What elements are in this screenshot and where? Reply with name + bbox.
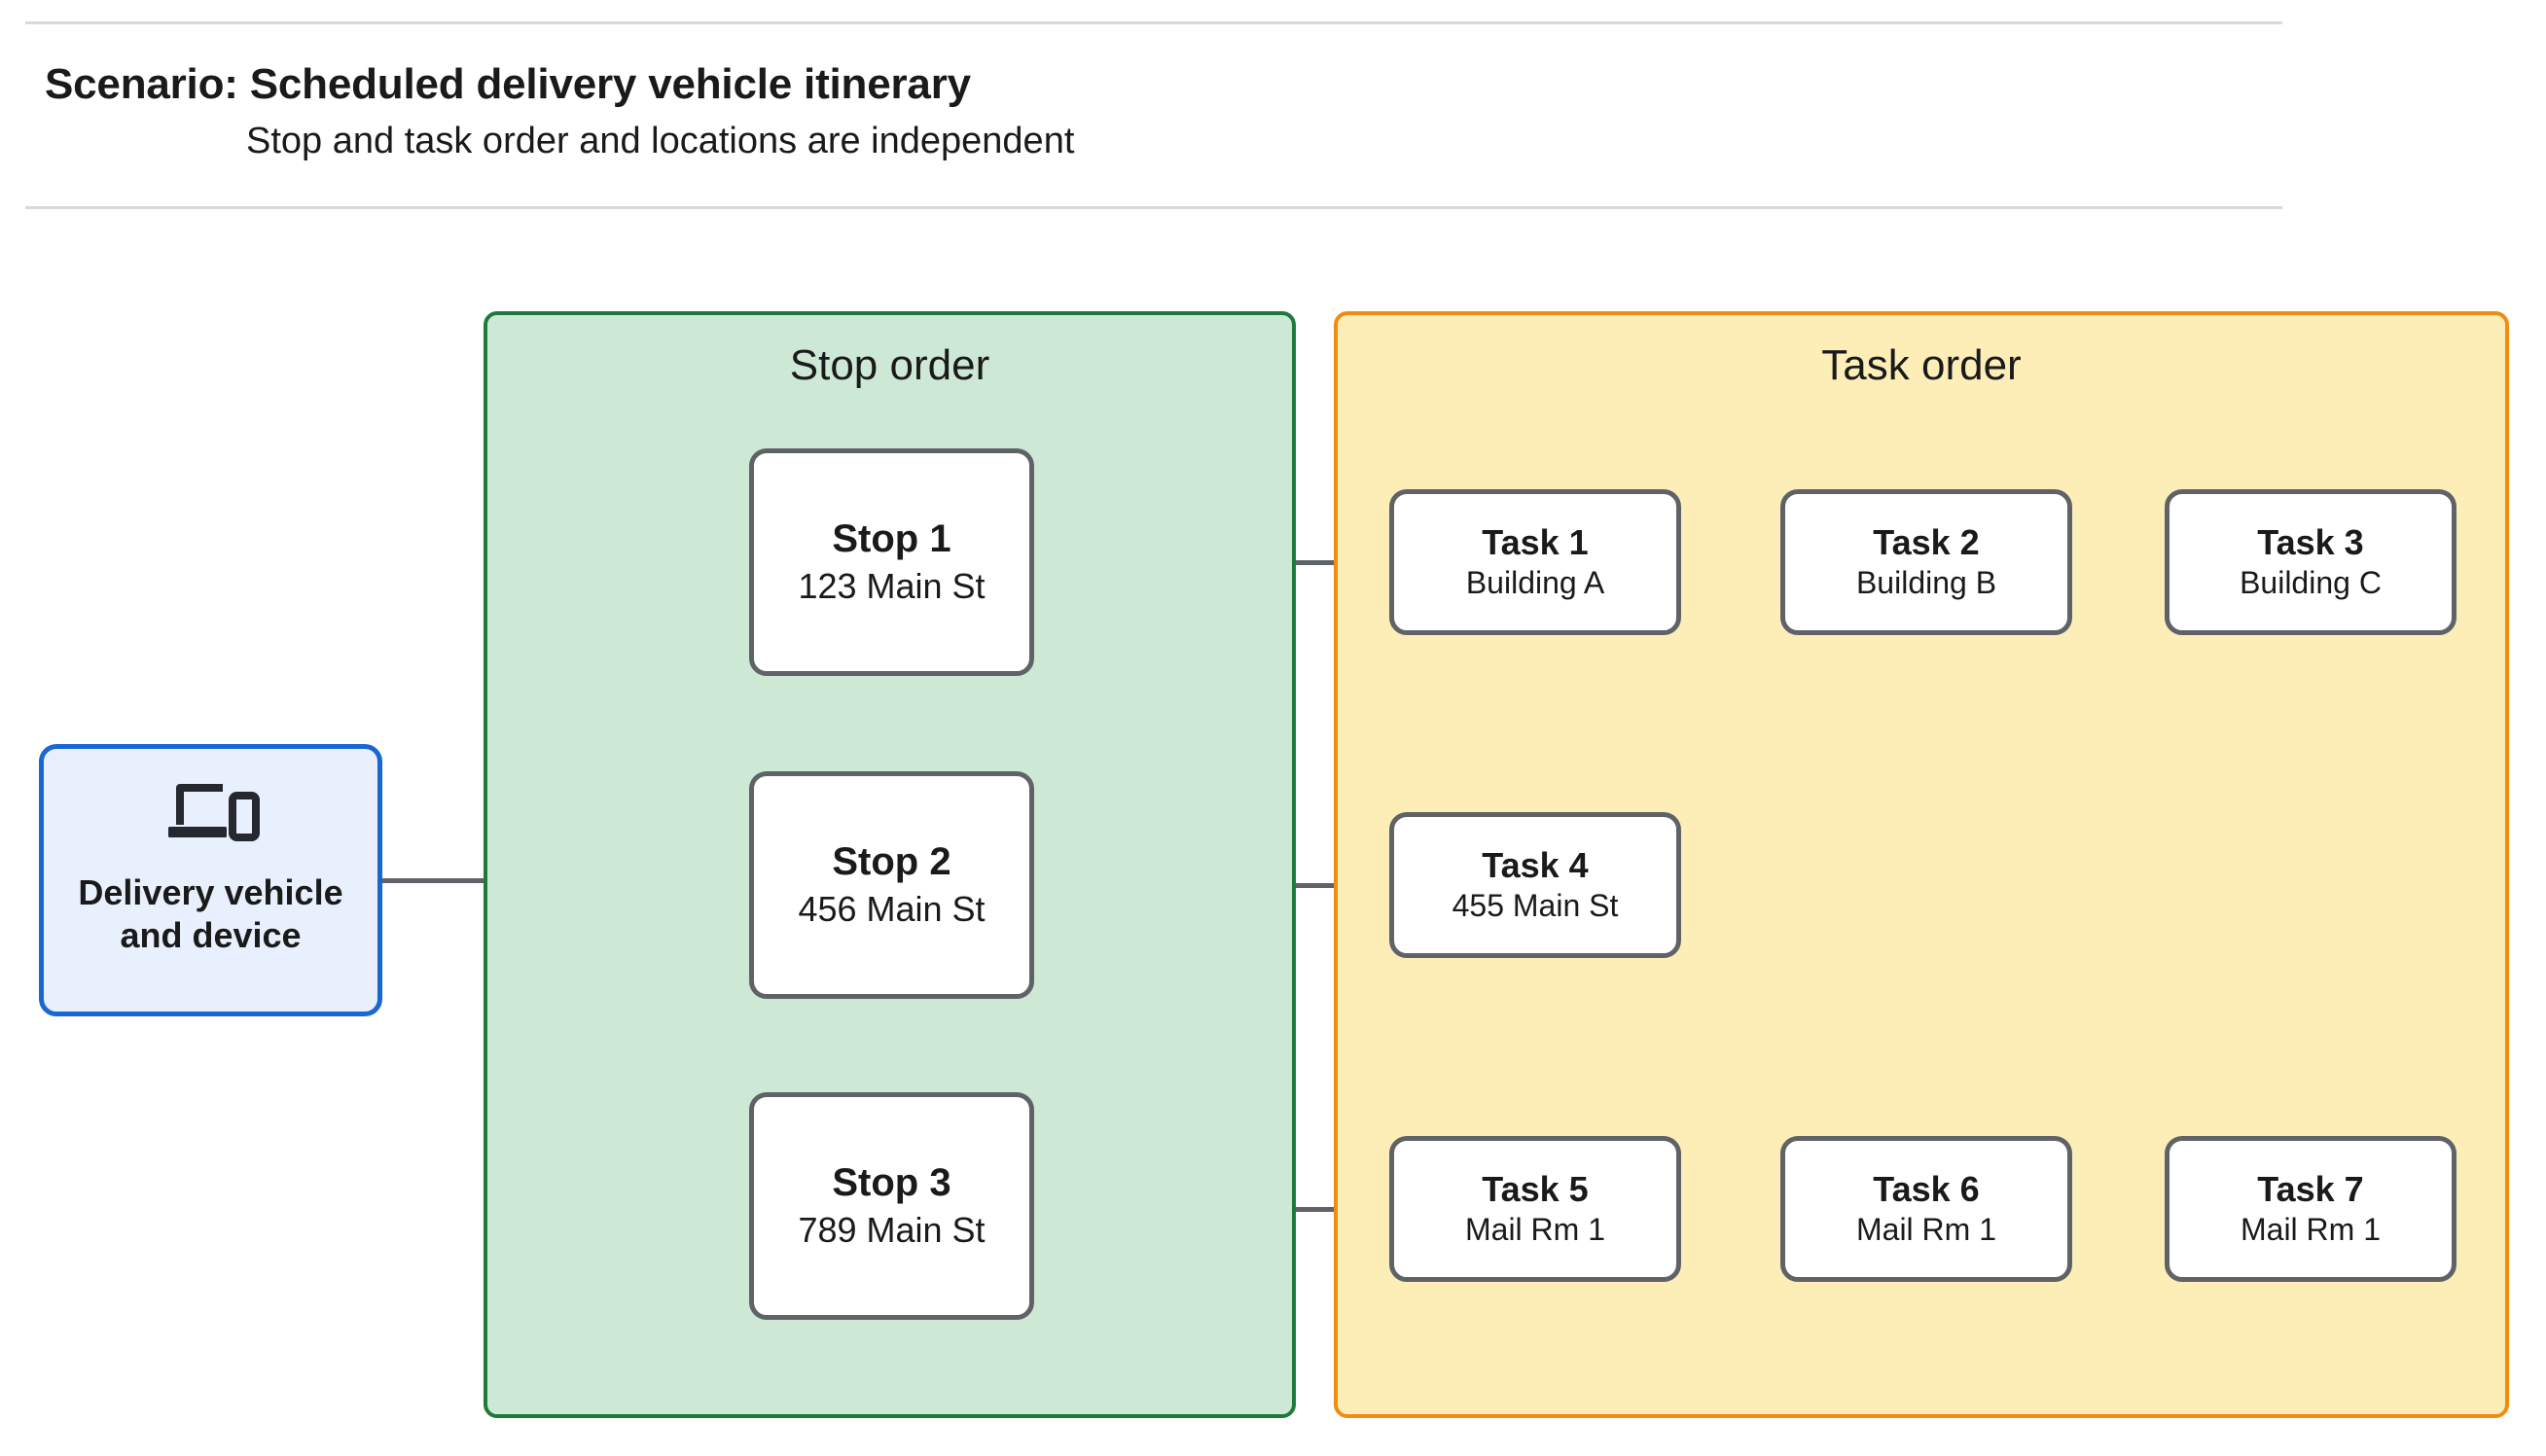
task-node-title: Task 6 (1873, 1168, 1980, 1209)
connector-vehicle-to-trunk (382, 878, 552, 883)
stop-node-title: Stop 2 (832, 840, 951, 884)
page-subtitle: Stop and task order and locations are in… (246, 121, 1075, 161)
task-node-location: Mail Rm 1 (1855, 1212, 1996, 1248)
stop-node-1[interactable]: Stop 1 123 Main St (749, 448, 1034, 676)
stop-node-title: Stop 3 (832, 1161, 951, 1205)
task-node-2[interactable]: Task 2 Building B (1780, 489, 2072, 635)
delivery-vehicle-label: Delivery vehicle and device (78, 872, 343, 955)
task-node-title: Task 4 (1482, 844, 1589, 885)
task-node-4[interactable]: Task 4 455 Main St (1389, 812, 1681, 958)
task-node-location: 455 Main St (1452, 888, 1619, 924)
task-node-6[interactable]: Task 6 Mail Rm 1 (1780, 1136, 2072, 1282)
header-divider-top (25, 21, 2282, 24)
task-node-title: Task 2 (1873, 521, 1980, 562)
task-node-3[interactable]: Task 3 Building C (2165, 489, 2456, 635)
task-node-location: Mail Rm 1 (1464, 1212, 1605, 1248)
delivery-vehicle-node[interactable]: Delivery vehicle and device (39, 744, 382, 1016)
task-node-5[interactable]: Task 5 Mail Rm 1 (1389, 1136, 1681, 1282)
page-title: Scenario: Scheduled delivery vehicle iti… (45, 60, 971, 108)
task-node-title: Task 1 (1482, 521, 1589, 562)
stop-node-address: 123 Main St (798, 566, 986, 607)
task-node-title: Task 7 (2257, 1168, 2364, 1209)
task-node-1[interactable]: Task 1 Building A (1389, 489, 1681, 635)
task-node-location: Building A (1465, 565, 1605, 601)
stop-order-panel-title: Stop order (789, 341, 990, 389)
task-node-location: Building C (2240, 565, 2382, 601)
stop-node-address: 789 Main St (798, 1210, 986, 1251)
task-node-title: Task 5 (1482, 1168, 1589, 1209)
task-node-location: Building B (1855, 565, 1997, 601)
task-node-location: Mail Rm 1 (2240, 1212, 2381, 1248)
stop-node-address: 456 Main St (798, 889, 986, 930)
task-node-title: Task 3 (2257, 521, 2364, 562)
stop-node-title: Stop 1 (832, 517, 951, 561)
devices-icon (167, 784, 260, 842)
stop-node-3[interactable]: Stop 3 789 Main St (749, 1092, 1034, 1320)
task-node-7[interactable]: Task 7 Mail Rm 1 (2165, 1136, 2456, 1282)
header-divider-bottom (25, 206, 2282, 209)
task-order-panel-title: Task order (1821, 341, 2022, 389)
stop-node-2[interactable]: Stop 2 456 Main St (749, 771, 1034, 999)
